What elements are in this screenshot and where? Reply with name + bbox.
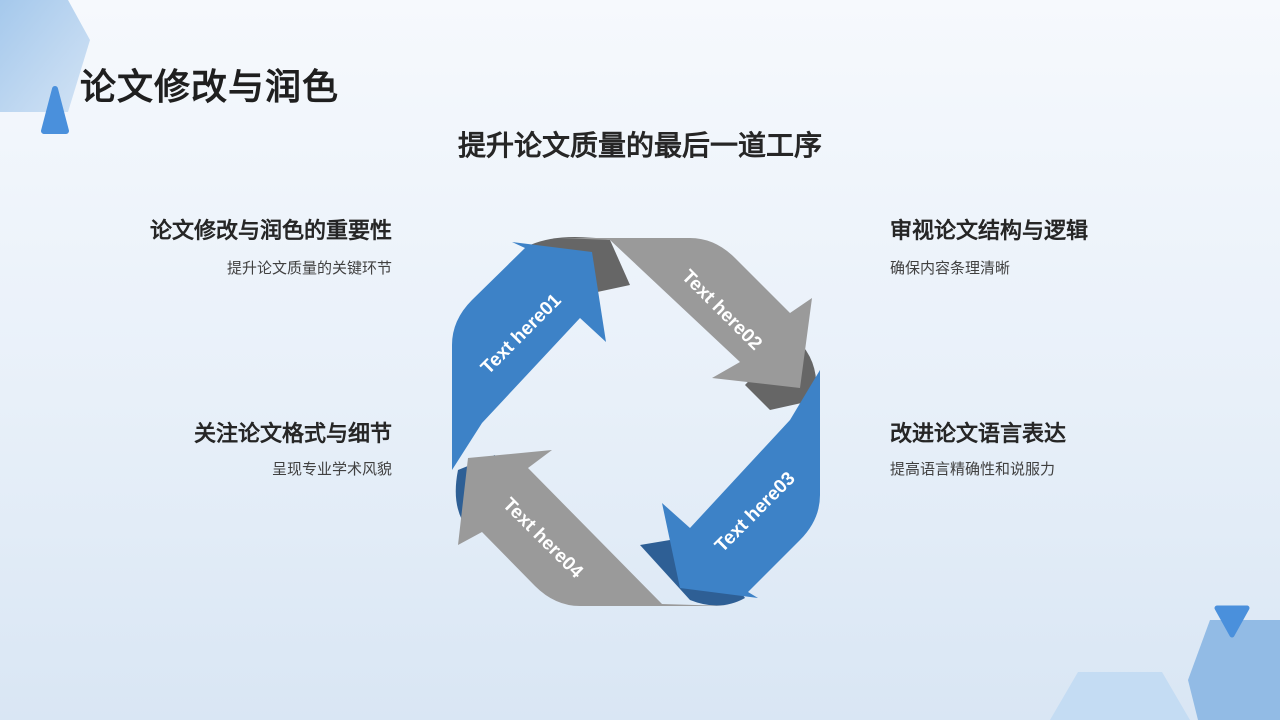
bottom-right-hexagon-decoration: [1188, 620, 1280, 720]
cycle-arrow-01: [452, 242, 606, 470]
point-title-language: 改进论文语言表达: [890, 422, 1067, 447]
point-title-structure: 审视论文结构与逻辑: [890, 219, 1089, 244]
point-desc-structure: 确保内容条理清晰: [890, 259, 1011, 277]
top-left-triangle-decoration: [41, 86, 69, 134]
point-desc-importance: 提升论文质量的关键环节: [226, 259, 392, 277]
point-desc-language: 提高语言精确性和说服力: [890, 460, 1056, 478]
bottom-right-triangle-decoration: [1214, 605, 1250, 638]
top-left-hexagon-decoration: [0, 0, 90, 112]
cycle-arrow-03: [662, 370, 820, 598]
slide-subtitle: 提升论文质量的最后一道工序: [457, 129, 822, 162]
point-desc-format: 呈现专业学术风貌: [271, 460, 392, 478]
point-title-format: 关注论文格式与细节: [193, 422, 392, 447]
cycle-arrow-02: [560, 238, 812, 388]
cycle-arrow-04: [458, 450, 728, 606]
point-title-importance: 论文修改与润色的重要性: [149, 219, 392, 244]
bottom-light-hexagon-decoration: [1050, 672, 1190, 720]
slide-title: 论文修改与润色: [80, 67, 340, 108]
